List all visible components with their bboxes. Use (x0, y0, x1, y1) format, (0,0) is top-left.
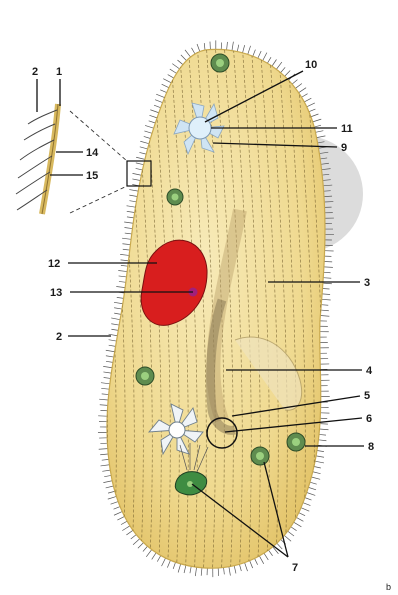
label-12: 12 (48, 258, 60, 270)
food-vacuole (211, 54, 229, 72)
label-2-inset: 2 (32, 66, 38, 78)
food-vacuole (167, 189, 183, 205)
label-1: 1 (56, 66, 62, 78)
food-vacuole (251, 447, 269, 465)
label-3: 3 (364, 277, 370, 289)
label-2: 2 (56, 331, 62, 343)
inset-guide-line (70, 111, 127, 161)
label-9: 9 (341, 142, 347, 154)
food-vacuole (287, 433, 305, 451)
pellicle-inset (16, 104, 58, 214)
label-11: 11 (341, 123, 353, 135)
label-7: 7 (292, 562, 298, 574)
label-14: 14 (86, 147, 99, 159)
label-10: 10 (305, 59, 317, 71)
label-5: 5 (364, 390, 370, 402)
label-13: 13 (50, 287, 62, 299)
label-4: 4 (366, 365, 373, 377)
label-8: 8 (368, 441, 374, 453)
label-6: 6 (366, 413, 372, 425)
food-vacuole (136, 367, 154, 385)
inset-guide-line (70, 186, 127, 213)
label-15: 15 (86, 170, 98, 182)
panel-letter: b (386, 582, 391, 592)
